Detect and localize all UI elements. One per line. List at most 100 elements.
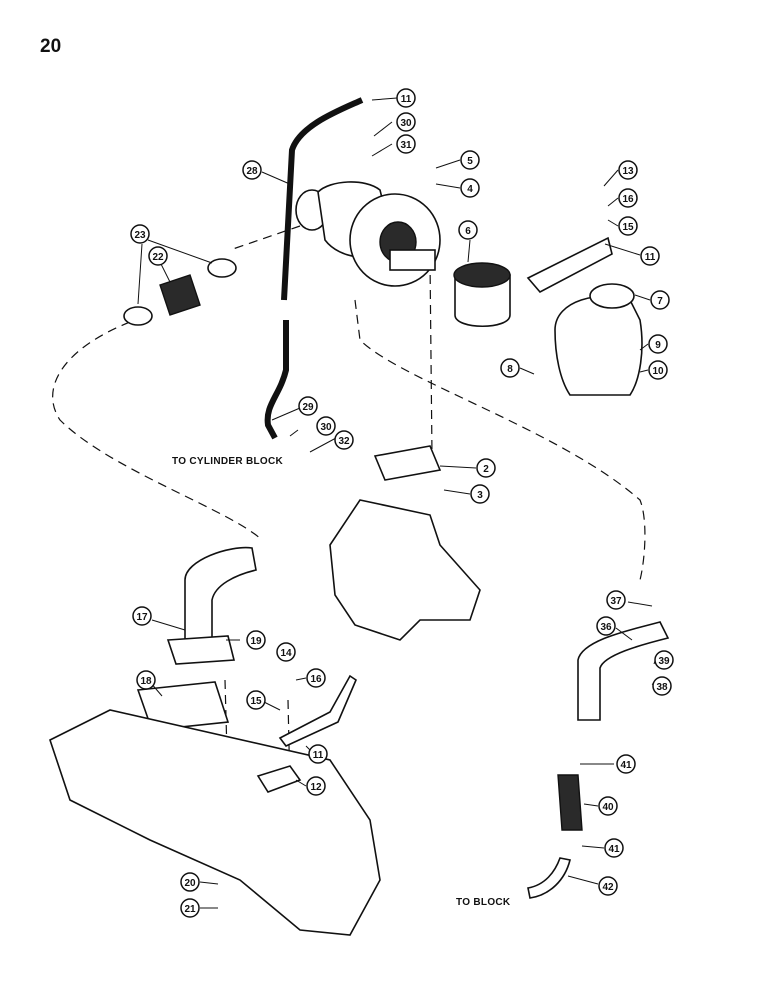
- callout-18: 18: [136, 670, 156, 690]
- svg-text:8: 8: [507, 364, 513, 375]
- svg-text:42: 42: [602, 882, 614, 893]
- oil-line-upper: [281, 97, 364, 301]
- note-to-block: TO BLOCK: [456, 897, 511, 908]
- svg-text:4: 4: [467, 184, 473, 195]
- callout-23: 23: [130, 224, 150, 244]
- callout-39: 39: [654, 650, 674, 670]
- upper-manifold: [329, 445, 481, 641]
- callout-7: 7: [650, 290, 670, 310]
- svg-text:36: 36: [600, 622, 612, 633]
- svg-text:2: 2: [483, 464, 489, 475]
- svg-text:41: 41: [608, 844, 620, 855]
- svg-text:11: 11: [645, 252, 656, 263]
- dashed-line-turbo-to-gasket: [429, 259, 433, 456]
- callout-37: 37: [606, 590, 626, 610]
- callout-9: 9: [648, 334, 668, 354]
- callout-12: 12: [306, 776, 326, 796]
- callout-17: 17: [132, 606, 152, 626]
- svg-text:11: 11: [313, 750, 324, 761]
- callout-22: 22: [148, 246, 168, 266]
- block-elbow: [527, 857, 571, 899]
- svg-text:14: 14: [280, 648, 292, 659]
- callout-41-lower: 41: [604, 838, 624, 858]
- svg-text:30: 30: [400, 118, 412, 129]
- spacer: [256, 765, 302, 793]
- callout-3: 3: [470, 484, 490, 504]
- svg-text:40: 40: [602, 802, 614, 813]
- elbow-housing: [526, 236, 643, 396]
- turbocharger: [295, 181, 441, 287]
- callout-30-top: 30: [396, 112, 416, 132]
- oil-line-lower: [264, 320, 289, 440]
- callout-19: 19: [246, 630, 266, 650]
- callout-31: 31: [396, 134, 416, 154]
- callout-10: 10: [648, 360, 668, 380]
- callout-2: 2: [476, 458, 496, 478]
- callout-42: 42: [598, 876, 618, 896]
- callout-20: 20: [180, 872, 200, 892]
- svg-text:11: 11: [401, 94, 412, 105]
- callout-29-lower: 29: [298, 396, 318, 416]
- callout-15-top: 15: [618, 216, 638, 236]
- exhaust-pipe: [136, 546, 257, 731]
- callout-40: 40: [598, 796, 618, 816]
- svg-text:23: 23: [134, 230, 146, 241]
- svg-text:28: 28: [246, 166, 258, 177]
- callout-6: 6: [458, 220, 478, 240]
- svg-text:37: 37: [610, 596, 622, 607]
- svg-text:21: 21: [184, 904, 196, 915]
- svg-text:12: 12: [310, 782, 322, 793]
- svg-text:13: 13: [622, 166, 634, 177]
- callout-14: 14: [276, 642, 296, 662]
- svg-text:32: 32: [338, 436, 350, 447]
- page-number: 20: [40, 36, 62, 57]
- callout-13: 13: [618, 160, 638, 180]
- svg-text:39: 39: [658, 656, 670, 667]
- water-tube: [577, 621, 670, 721]
- dashed-line-bearing-to-pipe: [52, 225, 301, 541]
- callout-32: 32: [334, 430, 354, 450]
- callout-4: 4: [460, 178, 480, 198]
- dashed-line-turbo-to-elbow: [354, 299, 646, 581]
- bushing-and-rings: [123, 258, 237, 326]
- svg-text:16: 16: [622, 194, 634, 205]
- callout-29-top: 11: [396, 88, 416, 108]
- callout-11-top: 11: [640, 246, 660, 266]
- svg-text:7: 7: [657, 296, 663, 307]
- svg-text:41: 41: [620, 760, 632, 771]
- svg-text:6: 6: [465, 226, 471, 237]
- svg-text:10: 10: [652, 366, 664, 377]
- callout-21: 21: [180, 898, 200, 918]
- note-to-cylinder-block: TO CYLINDER BLOCK: [172, 456, 284, 467]
- svg-text:19: 19: [250, 636, 262, 647]
- svg-text:22: 22: [152, 252, 164, 263]
- callout-16-lower: 16: [306, 668, 326, 688]
- callout-41-top: 41: [616, 754, 636, 774]
- svg-text:30: 30: [320, 422, 332, 433]
- lower-bracket: [278, 674, 357, 747]
- svg-text:15: 15: [250, 696, 262, 707]
- lower-hose: [557, 774, 583, 831]
- svg-text:9: 9: [655, 340, 661, 351]
- lower-manifold: [49, 709, 381, 936]
- svg-text:20: 20: [184, 878, 196, 889]
- callout-30-lower: 30: [316, 416, 336, 436]
- callout-38: 38: [652, 676, 672, 696]
- svg-text:31: 31: [400, 140, 412, 151]
- callout-16-top: 16: [618, 188, 638, 208]
- svg-text:16: 16: [310, 674, 322, 685]
- callout-36: 36: [596, 616, 616, 636]
- callout-5: 5: [460, 150, 480, 170]
- svg-text:3: 3: [477, 490, 483, 501]
- callout-28: 28: [242, 160, 262, 180]
- callout-15-lower: 15: [246, 690, 266, 710]
- svg-text:15: 15: [622, 222, 634, 233]
- hose: [453, 262, 511, 328]
- callout-11-lower: 11: [308, 744, 328, 764]
- svg-text:17: 17: [136, 612, 148, 623]
- callout-8: 8: [500, 358, 520, 378]
- svg-text:38: 38: [656, 682, 668, 693]
- svg-text:18: 18: [140, 676, 152, 687]
